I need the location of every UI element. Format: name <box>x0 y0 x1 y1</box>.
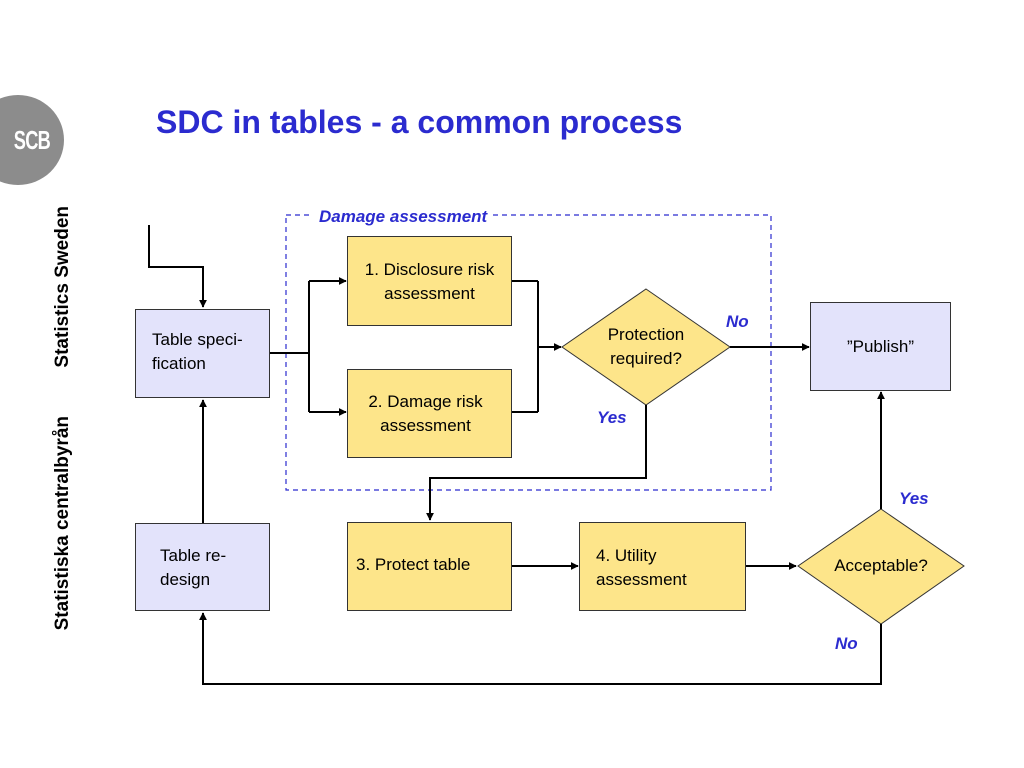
protection-yes-label: Yes <box>597 408 627 427</box>
acceptable-no-label: No <box>835 634 858 653</box>
publish-box: ”Publish” <box>810 302 951 391</box>
table-redesign-box: Table re- design <box>135 523 270 611</box>
utility-assessment-box: 4. Utility assessment <box>579 522 746 611</box>
protection-required-label: Protection required? <box>607 325 685 368</box>
scb-logo-text: SCB <box>13 124 51 155</box>
protection-no-label: No <box>726 312 749 331</box>
edge-protection-yes <box>426 405 647 521</box>
damage-assessment-label: Damage assessment <box>313 207 494 227</box>
damage-assessment-group-frame <box>285 214 772 491</box>
entry-arrow <box>148 225 207 308</box>
acceptable-label: Acceptable? <box>834 556 928 575</box>
edge-acceptable-no <box>199 612 882 685</box>
disclosure-risk-box: 1. Disclosure risk assessment <box>347 236 512 326</box>
table-specification-box: Table speci- fication <box>135 309 270 398</box>
slide-title: SDC in tables - a common process <box>156 104 683 140</box>
damage-risk-box: 2. Damage risk assessment <box>347 369 512 458</box>
acceptable-yes-label: Yes <box>899 489 929 508</box>
side-text-english: Statistics Sweden <box>52 206 73 368</box>
side-text-swedish: Statistiska centralbyrån <box>52 416 73 631</box>
protect-table-box: 3. Protect table <box>347 522 512 611</box>
